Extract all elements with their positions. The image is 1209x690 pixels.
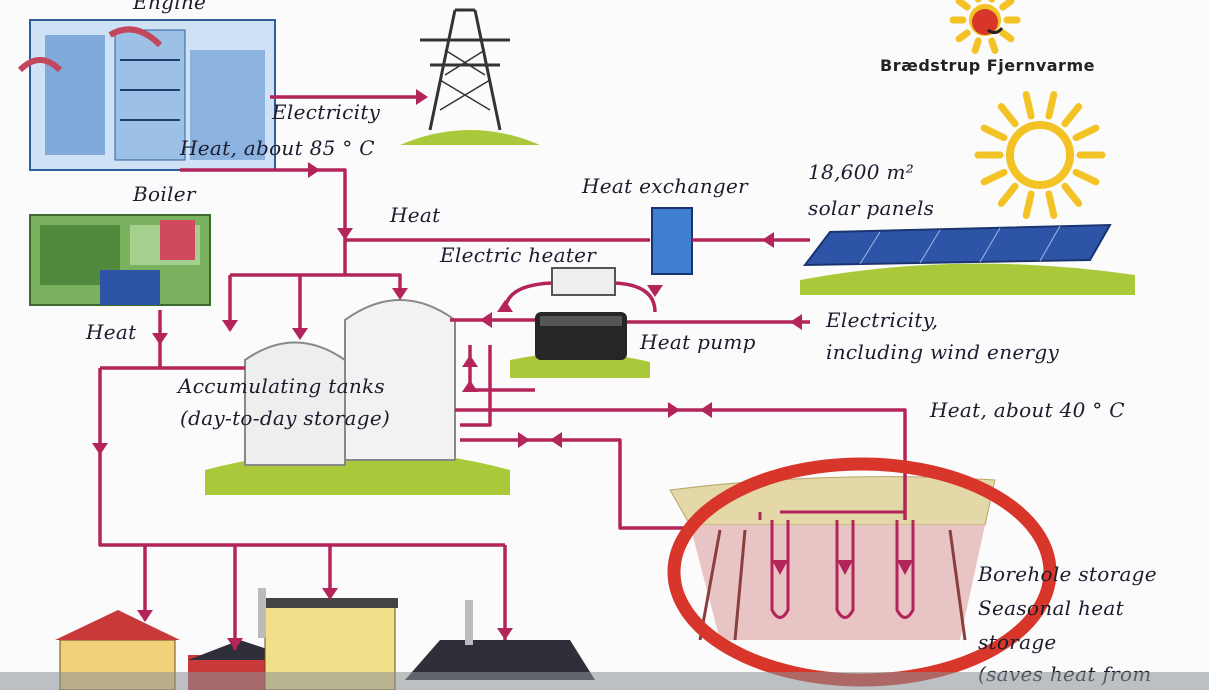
label-heat-top: Heat — [390, 203, 441, 227]
label-tanks-2: (day-to-day storage) — [180, 406, 391, 430]
label-heat-pump: Heat pump — [640, 330, 756, 354]
solar-panels-illustration — [800, 223, 1135, 295]
video-progress-bar[interactable] — [0, 672, 1209, 690]
label-electricity-wind-2: including wind energy — [826, 340, 1060, 364]
boiler-illustration — [29, 214, 211, 306]
company-logo — [949, 0, 1021, 54]
label-tanks-1: Accumulating tanks — [178, 374, 385, 398]
sun-illustration — [974, 91, 1106, 219]
label-solar-area: 18,600 m² — [808, 160, 915, 184]
label-boiler: Boiler — [133, 182, 196, 206]
label-solar-panels: solar panels — [808, 196, 935, 220]
pipe-network — [98, 95, 907, 650]
label-borehole-1: Borehole storage — [978, 562, 1157, 586]
label-electric-heater: Electric heater — [440, 243, 597, 267]
flow-arrows — [92, 89, 913, 650]
label-borehole-2: Seasonal heat — [978, 596, 1124, 620]
label-heat-40: Heat, about 40 ° C — [930, 398, 1125, 422]
label-heat-exchanger: Heat exchanger — [582, 174, 748, 198]
company-name: Brædstrup Fjernvarme — [880, 56, 1095, 75]
label-electricity-wind-1: Electricity, — [826, 308, 939, 332]
label-borehole-3: storage — [978, 630, 1057, 654]
power-pylon-illustration — [400, 8, 540, 145]
label-heat-left: Heat — [86, 320, 137, 344]
label-heat-85: Heat, about 85 ° C — [180, 136, 375, 160]
accumulating-tanks-illustration — [205, 299, 510, 495]
engine-illustration — [17, 19, 276, 171]
houses-illustration — [55, 588, 595, 690]
electric-heater — [551, 267, 616, 296]
heat-pump-illustration — [510, 312, 650, 378]
label-electricity: Electricity — [272, 100, 381, 124]
label-engine: Engine — [133, 0, 207, 14]
heat-exchanger — [651, 207, 693, 275]
